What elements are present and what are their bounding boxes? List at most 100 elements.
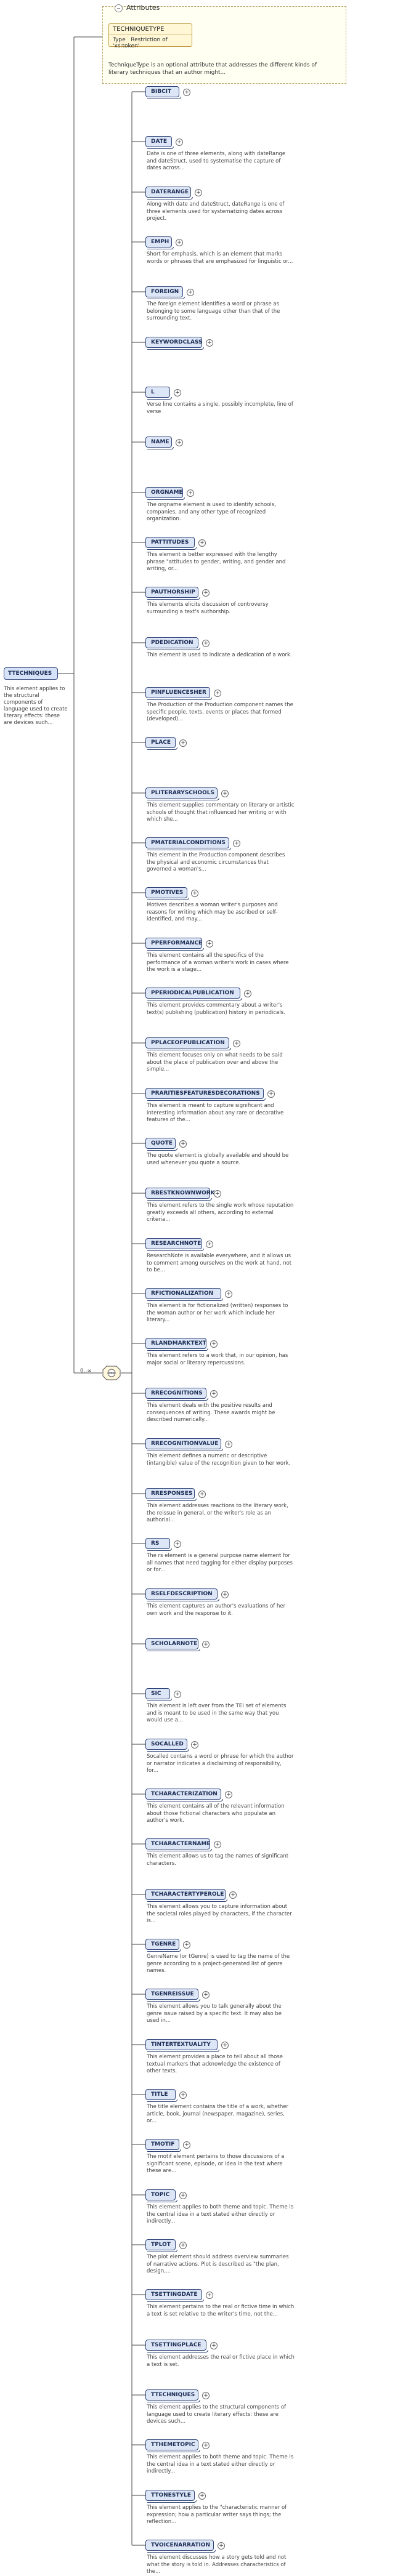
element-pmotives[interactable]: PMOTIVES <box>145 887 189 900</box>
expand-icon[interactable]: + <box>206 339 213 347</box>
expand-icon[interactable]: + <box>210 1340 218 1348</box>
expand-icon[interactable]: + <box>210 1390 218 1398</box>
expand-icon[interactable]: + <box>195 189 202 196</box>
element-name[interactable]: NAME <box>145 437 174 449</box>
element-foreign[interactable]: FOREIGN <box>145 286 185 299</box>
element-keywordclass[interactable]: KEYWORDCLASS <box>145 337 204 350</box>
element-quote[interactable]: QUOTE <box>145 1138 177 1151</box>
element-tmotif[interactable]: TMOTIF <box>145 2139 181 2152</box>
attributes-header[interactable]: −Attributes <box>115 4 160 12</box>
element-pinfluencesher[interactable]: PINFLUENCESHER <box>145 687 212 700</box>
expand-icon[interactable]: + <box>214 690 221 697</box>
attribute-techniquetype[interactable]: TECHNIQUETYPE Type Restriction of 'xs:to… <box>108 23 192 49</box>
element-rlandmarktext[interactable]: RLANDMARKTEXT <box>145 1338 208 1351</box>
expand-icon[interactable]: + <box>233 1040 240 1047</box>
expand-icon[interactable]: + <box>218 2542 225 2550</box>
expand-icon[interactable]: + <box>179 2192 187 2199</box>
element-socalled[interactable]: SOCALLED <box>145 1739 189 1752</box>
expand-icon[interactable]: + <box>174 389 181 396</box>
expand-icon[interactable]: + <box>225 1791 232 1798</box>
element-rselfdescription[interactable]: RSELFDESCRIPTION <box>145 1588 219 1601</box>
expand-icon[interactable]: + <box>206 1241 213 1248</box>
element-pperiodicalpublication[interactable]: PPERIODICALPUBLICATION <box>145 988 242 1000</box>
element-tgenre[interactable]: TGENRE <box>145 1939 181 1952</box>
element-tsettingplace[interactable]: TSETTINGPLACE <box>145 2340 208 2353</box>
element-tcharacterization[interactable]: TCHARACTERIZATION <box>145 1789 223 1801</box>
element-place[interactable]: PLACE <box>145 737 177 750</box>
expand-icon[interactable]: + <box>233 840 240 847</box>
expand-icon[interactable]: + <box>202 1991 210 1998</box>
element-tcharactername[interactable]: TCHARACTERNAME <box>145 1838 212 1851</box>
element-title[interactable]: TITLE <box>145 2089 177 2102</box>
element-tsettingdate[interactable]: TSETTINGDATE <box>145 2289 204 2302</box>
expand-icon[interactable]: + <box>244 990 251 997</box>
expand-icon[interactable]: + <box>214 1841 221 1848</box>
element-l[interactable]: L <box>145 387 172 400</box>
element-pauthorship[interactable]: PAUTHORSHIP <box>145 587 200 600</box>
expand-icon[interactable]: + <box>221 790 229 797</box>
expand-icon[interactable]: + <box>198 2492 206 2500</box>
expand-icon[interactable]: + <box>176 239 183 246</box>
element-pperformance[interactable]: PPERFORMANCE <box>145 938 204 951</box>
element-rs[interactable]: RS <box>145 1538 172 1551</box>
expand-icon[interactable]: + <box>183 89 190 96</box>
element-rrecognitionvalue[interactable]: RRECOGNITIONVALUE <box>145 1438 223 1451</box>
element-orgname[interactable]: ORGNAME <box>145 487 185 500</box>
expand-icon[interactable]: + <box>183 1941 190 1949</box>
expand-icon[interactable]: + <box>202 2392 210 2399</box>
element-topic[interactable]: TOPIC <box>145 2189 177 2202</box>
expand-icon[interactable]: + <box>179 2091 187 2099</box>
element-rfictionalization[interactable]: RFICTIONALIZATION <box>145 1288 223 1301</box>
element-pdedication[interactable]: PDEDICATION <box>145 637 200 650</box>
element-daterange[interactable]: DATERANGE <box>145 187 193 199</box>
element-date[interactable]: DATE <box>145 136 174 149</box>
element-pattitudes[interactable]: PATTITUDES <box>145 537 197 550</box>
expand-icon[interactable]: + <box>206 940 213 948</box>
expand-icon[interactable]: + <box>191 1741 198 1749</box>
element-pplaceofpublication[interactable]: PPLACEOFPUBLICATION <box>145 1037 231 1050</box>
expand-icon[interactable]: + <box>179 2242 187 2249</box>
element-tthemetopic[interactable]: TTHEMETOPIC <box>145 2439 200 2452</box>
element-emph[interactable]: EMPH <box>145 236 174 249</box>
collapse-icon[interactable]: − <box>115 4 123 12</box>
element-rresponses[interactable]: RRESPONSES <box>145 1488 197 1501</box>
element-rrecognitions[interactable]: RRECOGNITIONS <box>145 1388 208 1401</box>
element-bibcit[interactable]: BIBCIT <box>145 86 181 99</box>
sequence-compositor[interactable] <box>102 1366 121 1380</box>
element-tgenreissue[interactable]: TGENREISSUE <box>145 1989 200 2002</box>
expand-icon[interactable]: + <box>187 489 194 497</box>
element-pliteraryschools[interactable]: PLITERARYSCHOOLS <box>145 787 219 800</box>
expand-icon[interactable]: + <box>221 2042 229 2049</box>
element-tplot[interactable]: TPLOT <box>145 2239 177 2252</box>
expand-icon[interactable]: + <box>183 2141 190 2149</box>
expand-icon[interactable]: + <box>179 1140 187 1148</box>
element-pmaterialconditions[interactable]: PMATERIALCONDITIONS <box>145 837 231 850</box>
expand-icon[interactable]: + <box>229 1891 237 1899</box>
expand-icon[interactable]: + <box>198 539 206 547</box>
expand-icon[interactable]: + <box>214 1190 221 1197</box>
expand-icon[interactable]: + <box>225 1290 232 1298</box>
element-tvoicenarration[interactable]: TVOICENARRATION <box>145 2540 216 2553</box>
element-tcharactertyperole[interactable]: TCHARACTERTYPEROLE <box>145 1889 227 1902</box>
root-element[interactable]: TTECHNIQUES <box>4 667 58 680</box>
expand-icon[interactable]: + <box>202 640 210 647</box>
element-ttonestyle[interactable]: TTONESTYLE <box>145 2490 197 2503</box>
element-ttechniques[interactable]: TTECHNIQUES <box>145 2389 200 2402</box>
expand-icon[interactable]: + <box>202 589 210 597</box>
expand-icon[interactable]: + <box>176 139 183 146</box>
element-scholarnote[interactable]: SCHOLARNOTE <box>145 1638 200 1651</box>
expand-icon[interactable]: + <box>221 1591 229 1598</box>
element-sic[interactable]: SIC <box>145 1688 172 1701</box>
expand-icon[interactable]: + <box>174 1691 181 1698</box>
element-rbestknownwork[interactable]: RBESTKNOWNWORK <box>145 1188 215 1201</box>
element-praritiesfeaturesdecorations[interactable]: PRARITIESFEATURESDECORATIONS <box>145 1088 266 1101</box>
expand-icon[interactable]: + <box>187 289 194 296</box>
element-tintertextuality[interactable]: TINTERTEXTUALITY <box>145 2039 219 2052</box>
expand-icon[interactable]: + <box>225 1441 232 1448</box>
expand-icon[interactable]: + <box>191 890 198 897</box>
element-researchnote[interactable]: RESEARCHNOTE <box>145 1238 204 1251</box>
expand-icon[interactable]: + <box>202 1641 210 1648</box>
expand-icon[interactable]: + <box>176 439 183 446</box>
expand-icon[interactable]: + <box>206 2292 213 2299</box>
expand-icon[interactable]: + <box>202 2442 210 2449</box>
